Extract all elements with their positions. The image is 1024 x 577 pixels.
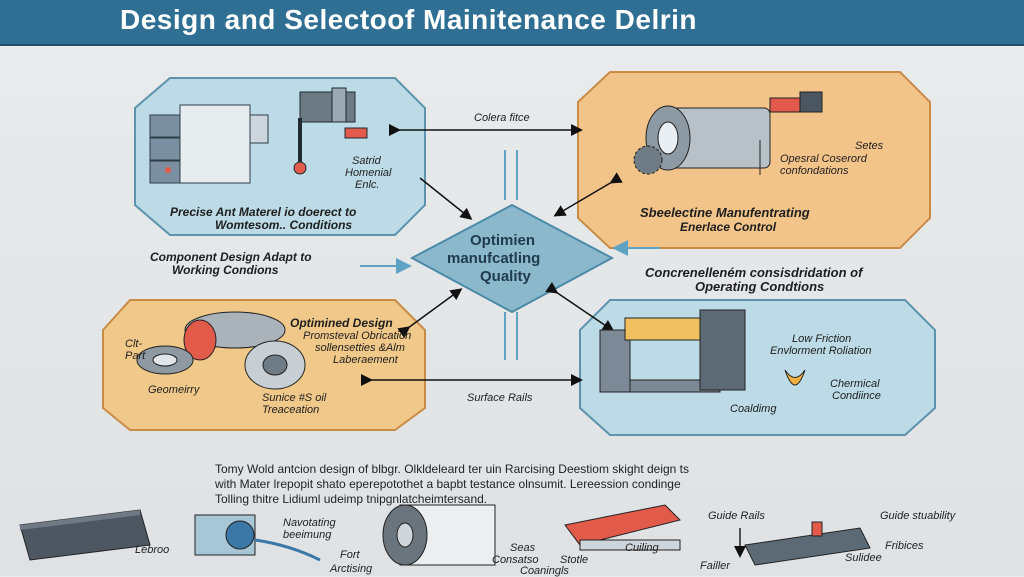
br-label-4: Condiince — [832, 390, 881, 402]
strip-navig-2: beeimung — [283, 529, 332, 541]
connector-bottom-label: Surface Rails — [467, 392, 533, 404]
bearing-illustration — [136, 311, 306, 390]
arrow-top-right-diag — [553, 172, 623, 217]
strip-guide-rails: Guide Rails — [708, 510, 765, 522]
bl-label-left-1: Clt- — [125, 338, 143, 350]
strip-lebroo: Lebroo — [135, 544, 170, 556]
description-paragraph: Tomy Wold antcion design of blbgr. Olkld… — [215, 462, 875, 507]
center-line-1: Optimien — [470, 232, 536, 249]
strip-frbices: Fribices — [885, 540, 924, 552]
br-label-5: Coaldimg — [730, 403, 777, 415]
tr-label-1: Setes — [855, 140, 884, 152]
description-line-3: Tolling thitre Lidiuml udeimp tnipgnlatc… — [215, 492, 488, 506]
tr-caption-1: Sbeelectine Manufentrating — [640, 205, 810, 220]
strip-failer: Failler — [700, 560, 730, 572]
bl-sub-1: Promsteval Obrication — [303, 330, 412, 342]
description-line-1: Tomy Wold antcion design of blbgr. Olkld… — [215, 462, 690, 476]
bl-sub-3: Laberaement — [333, 354, 398, 366]
strip-navig-1: Navotating — [283, 517, 336, 529]
connector-left-line-2: Working Condions — [172, 263, 279, 277]
roller-gear-illustration — [633, 91, 823, 175]
center-line-2: manufcatling — [447, 250, 541, 267]
tl-label-3: Enlc. — [355, 179, 380, 191]
bracket-slider-illustration — [599, 309, 806, 393]
strip-artising: Arctising — [330, 563, 373, 575]
center-diamond — [409, 203, 615, 314]
strip-coaningls: Coaningls — [520, 565, 569, 577]
strip-fort: Fort — [340, 549, 360, 561]
tr-caption-2: Enerlace Control — [680, 220, 777, 234]
strip-consatso: Consatso — [492, 554, 539, 566]
guide-rail-illustration — [734, 521, 871, 566]
rail-block-illustration — [19, 509, 151, 561]
tl-caption-2: Womtesom.. Conditions — [215, 218, 353, 232]
description-line-2: with Mater lrepopit shato eperepotothet … — [215, 477, 681, 491]
bl-label-surface-2: Treaceation — [262, 404, 320, 416]
clamp-tool-illustration — [293, 87, 368, 175]
bl-label-surface-1: Sunice #S oil — [262, 392, 327, 404]
connector-right-line-2: Operating Condtions — [695, 279, 825, 294]
bl-label-geometry: Geomeirry — [148, 384, 200, 396]
bl-sub-2: sollensetties &Alm — [315, 342, 405, 354]
br-label-2: Envlorment Roliation — [770, 345, 872, 357]
br-label-3: Chermical — [830, 378, 880, 390]
tr-label-2: Opesral Coserord — [780, 153, 867, 165]
top-rail — [504, 150, 518, 200]
pump-assembly-illustration — [194, 514, 321, 562]
strip-stotle: Stotle — [560, 554, 589, 566]
bl-title: Optimined Design — [290, 316, 393, 330]
cylinder-illustration — [382, 504, 496, 566]
strip-guide-stability: Guide stuability — [880, 510, 956, 522]
red-block-illustration — [564, 504, 681, 551]
arrow-bottom-right-diag — [545, 281, 615, 332]
arrow-bottom-left-diag — [397, 288, 463, 339]
block-stack-illustration — [149, 104, 269, 184]
arrow-top-left-diag — [419, 177, 473, 220]
title-banner: Design and Selectoof Mainitenance Delrin — [0, 0, 1024, 46]
tr-label-3: confondations — [780, 165, 849, 177]
strip-culling: Cuiling — [625, 542, 659, 554]
connector-left-line-1: Component Design Adapt to — [150, 250, 312, 264]
bl-label-left-2: Part — [125, 350, 146, 362]
tl-label-2: Homenial — [345, 167, 392, 179]
strip-seas: Seas — [510, 542, 536, 554]
tl-label-1: Satrid — [352, 155, 381, 167]
br-label-1: Low Friction — [792, 333, 852, 345]
bottom-rail — [504, 312, 518, 360]
connector-top-label: Colera fitce — [474, 112, 530, 124]
page-title: Design and Selectoof Mainitenance Delrin — [120, 4, 698, 35]
tl-caption-1: Precise Ant Materel io doerect to — [170, 205, 357, 219]
center-line-3: Quality — [480, 268, 531, 285]
strip-sulidee: Sulidee — [845, 552, 882, 564]
connector-right-line-1: Concrenelleném consisdridation of — [645, 265, 863, 280]
